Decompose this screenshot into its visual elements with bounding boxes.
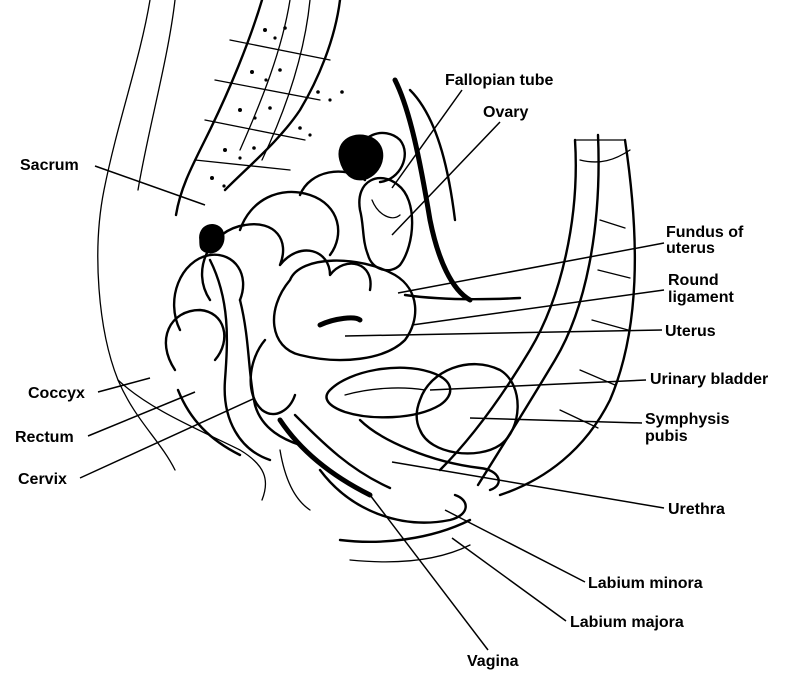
leader-urinary-bladder bbox=[429, 379, 647, 391]
leader-ovary bbox=[391, 121, 501, 236]
leader-uterus bbox=[344, 329, 663, 337]
leader-round-ligament bbox=[411, 289, 665, 326]
leader-urethra bbox=[391, 461, 665, 509]
uterus-shape bbox=[249, 259, 522, 416]
label-uterus: Uterus bbox=[665, 323, 716, 340]
label-round-2: ligament bbox=[668, 289, 734, 306]
label-cervix: Cervix bbox=[18, 471, 67, 488]
label-labium-minora: Labium minora bbox=[588, 575, 703, 592]
leader-labium-majora bbox=[451, 537, 567, 622]
leader-sacrum bbox=[94, 165, 206, 206]
back-outline bbox=[97, 0, 267, 501]
label-fallopian-tube: Fallopian tube bbox=[445, 72, 554, 89]
leader-symphysis bbox=[469, 417, 643, 424]
label-vagina: Vagina bbox=[467, 653, 519, 670]
label-fundus-2: uterus bbox=[666, 240, 715, 257]
leader-labium-minora bbox=[444, 509, 586, 583]
intestine-loops bbox=[164, 170, 372, 372]
leader-lines bbox=[79, 89, 665, 651]
rectum-shape bbox=[176, 258, 302, 462]
leader-vagina bbox=[369, 494, 489, 651]
ovary-group bbox=[338, 77, 473, 303]
label-urethra: Urethra bbox=[668, 501, 725, 518]
vagina-shape bbox=[277, 413, 472, 563]
label-coccyx: Coccyx bbox=[28, 385, 85, 402]
leader-fallopian-tube bbox=[391, 89, 463, 189]
label-symphysis-2: pubis bbox=[645, 428, 688, 445]
label-rectum: Rectum bbox=[15, 429, 74, 446]
label-symphysis-1: Symphysis bbox=[645, 411, 730, 428]
leader-coccyx bbox=[97, 377, 151, 393]
label-labium-majora: Labium majora bbox=[570, 614, 684, 631]
abdominal-wall bbox=[438, 133, 637, 497]
bladder-shape bbox=[325, 362, 519, 492]
label-ovary: Ovary bbox=[483, 104, 528, 121]
label-urinary-bladder: Urinary bladder bbox=[650, 371, 768, 388]
label-fundus-1: Fundus of bbox=[666, 224, 744, 241]
leader-cervix bbox=[79, 397, 256, 479]
leader-rectum bbox=[87, 391, 196, 437]
sacrum-vertebrae bbox=[174, 0, 344, 217]
label-round-1: Round bbox=[668, 272, 719, 289]
label-sacrum: Sacrum bbox=[20, 157, 79, 174]
leader-fundus bbox=[397, 242, 665, 294]
